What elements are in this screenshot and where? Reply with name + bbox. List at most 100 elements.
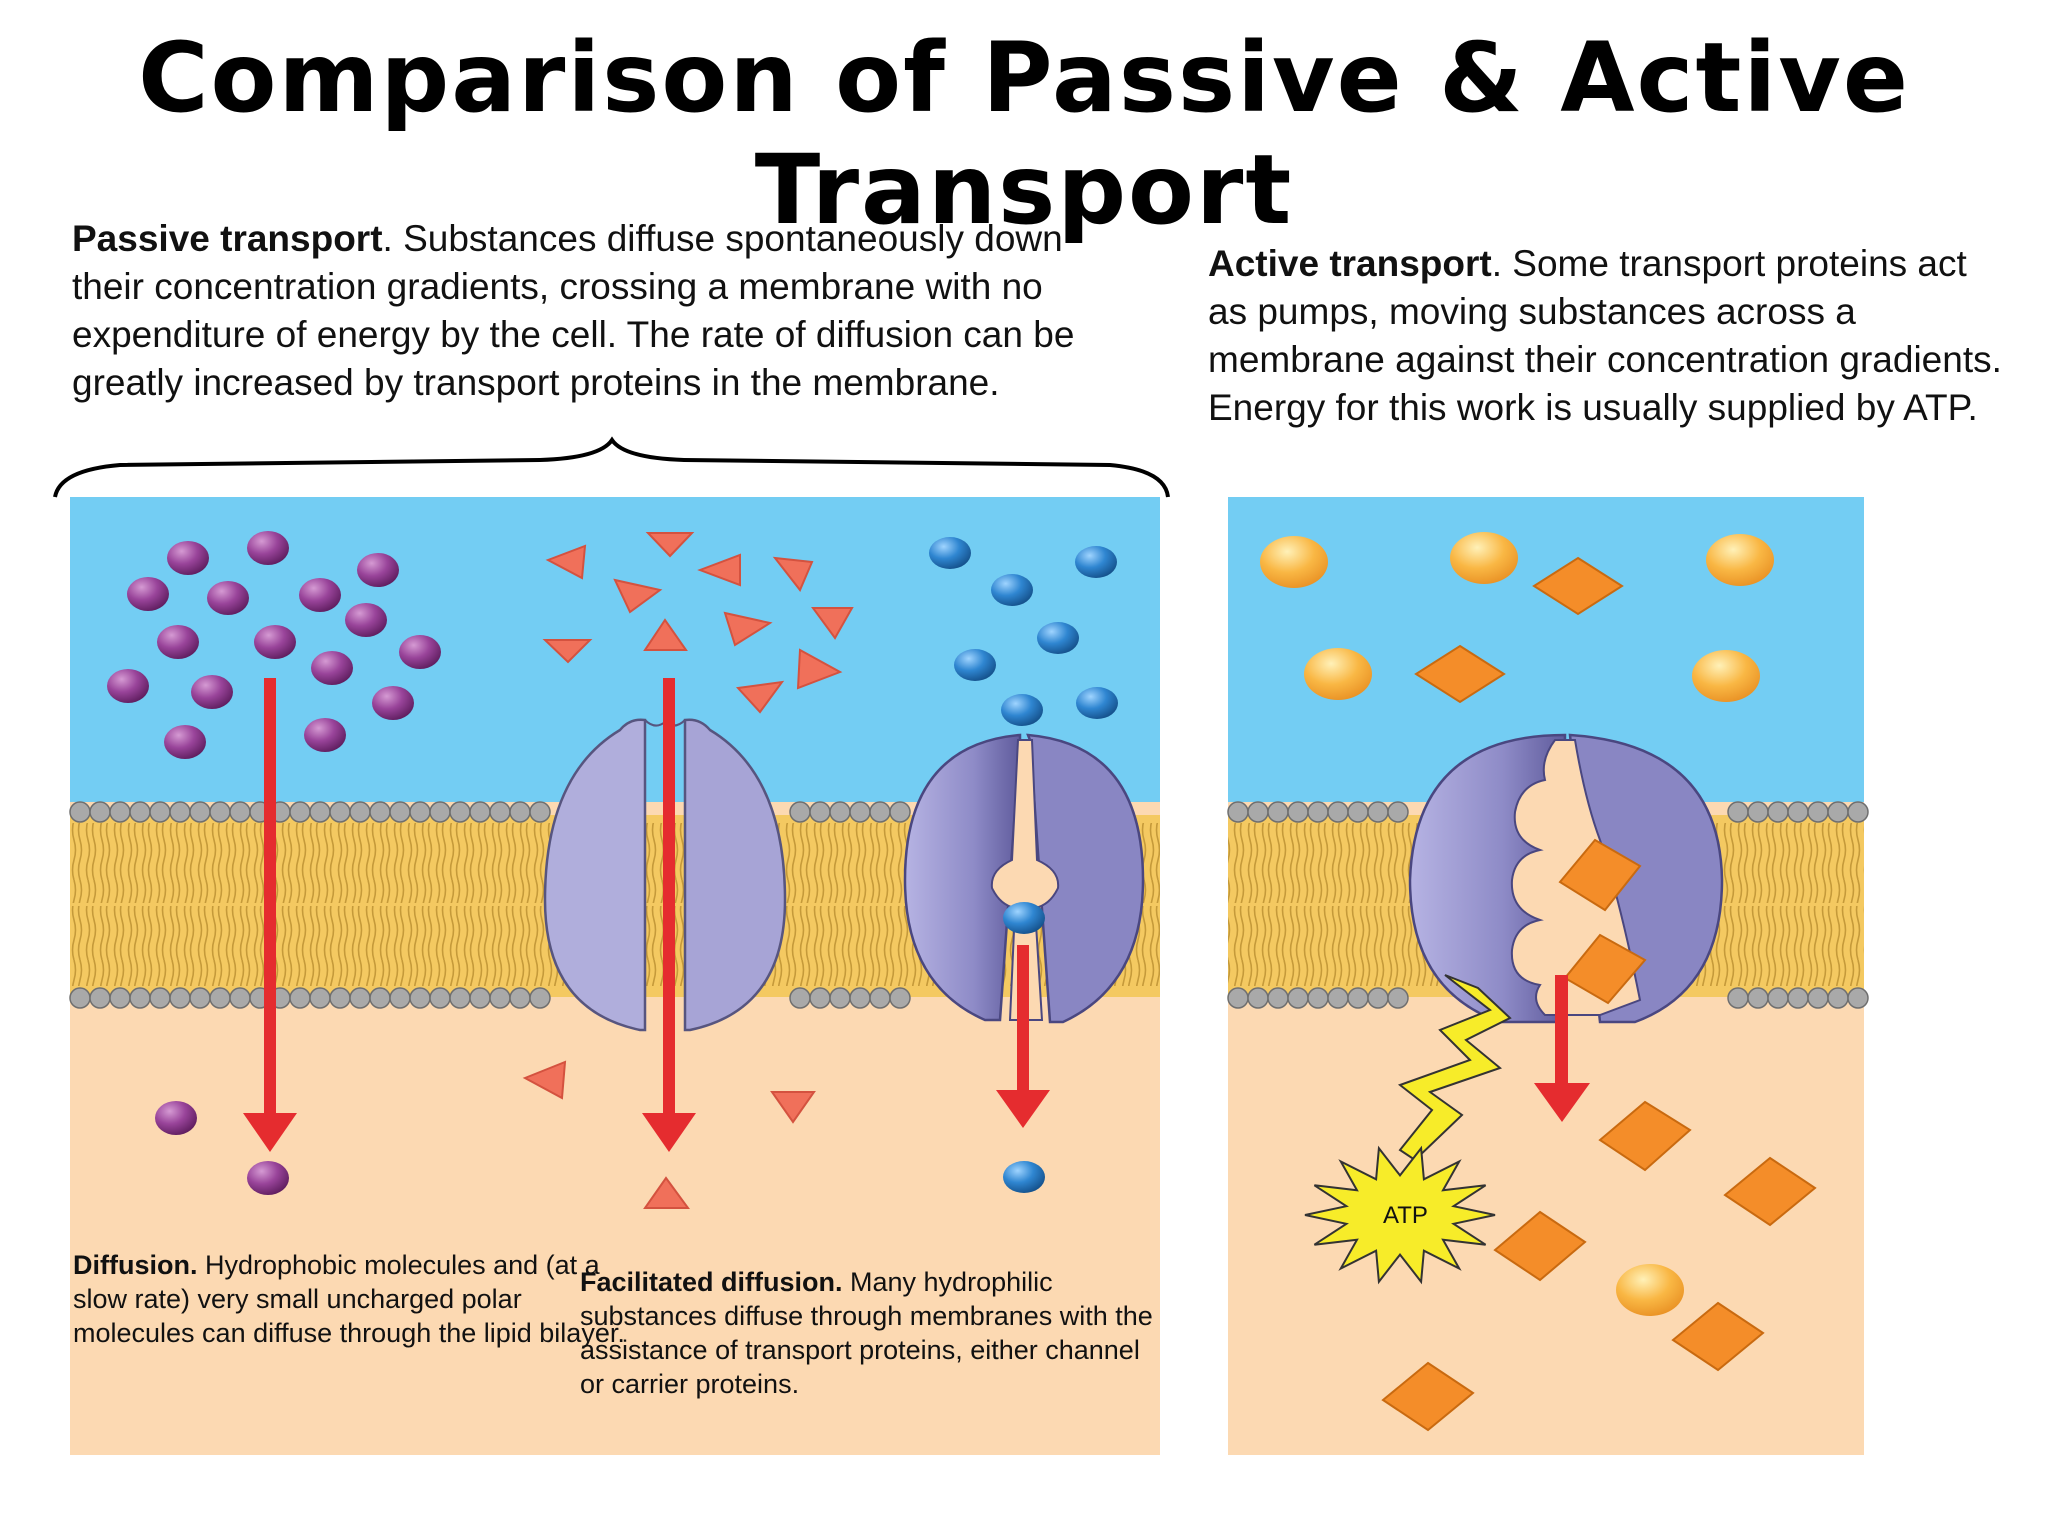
triangle-molecules-inside <box>522 1060 816 1209</box>
orange-diamond <box>1532 556 1624 616</box>
phospholipid-head <box>849 801 871 823</box>
hydrophilic-molecule <box>1076 687 1118 719</box>
phospholipid-head <box>1807 801 1829 823</box>
channel-arrow <box>642 678 696 1152</box>
phospholipid-head <box>1727 801 1749 823</box>
triangle-molecule <box>697 553 741 587</box>
channel-protein <box>543 718 787 1032</box>
phospholipid-head <box>229 987 251 1009</box>
page-title: Comparison of Passive & Active Transport <box>138 22 1910 246</box>
hydrophobic-molecule <box>399 635 441 669</box>
active-transport-text: . Some transport proteins act as pumps, … <box>1208 243 2002 428</box>
phospholipid-head <box>889 801 911 823</box>
passive-transport-heading: Passive transport <box>72 218 383 259</box>
hydrophilic-molecule <box>954 649 996 681</box>
diffusion-text: Hydrophobic molecules and (at a slow rat… <box>73 1250 625 1348</box>
phospholipid-head <box>1287 801 1309 823</box>
orange-diamond <box>1671 1301 1765 1372</box>
phospholipid-head <box>169 801 191 823</box>
hydrophilic-molecule <box>1037 622 1079 654</box>
carrier-protein <box>903 733 1145 1024</box>
hydrophobic-molecule <box>311 651 353 685</box>
phospholipid-head <box>529 801 551 823</box>
phospholipid-head <box>69 987 91 1009</box>
hydrophilic-molecule <box>1075 546 1117 578</box>
phospholipid-head <box>329 801 351 823</box>
facilitated-diffusion-heading: Facilitated diffusion. <box>580 1267 843 1297</box>
phospholipid-head <box>1327 801 1349 823</box>
phospholipid-head <box>449 801 471 823</box>
hydrophilic-molecule <box>1003 1161 1045 1193</box>
triangle-molecule <box>542 639 593 664</box>
orange-molecules-outside <box>1260 532 1774 704</box>
phospholipid-head <box>189 987 211 1009</box>
phospholipid-head <box>1227 801 1249 823</box>
hydrophobic-molecule <box>167 541 209 575</box>
active-transport-heading: Active transport <box>1208 243 1492 284</box>
phospholipid-head <box>109 801 131 823</box>
hydrophobic-molecule <box>127 577 169 611</box>
pump-arrow <box>1534 975 1590 1122</box>
phospholipid-head <box>409 987 431 1009</box>
triangle-molecule <box>796 648 843 690</box>
phospholipid-head <box>169 987 191 1009</box>
hydrophobic-molecule <box>164 725 206 759</box>
phospholipid-head <box>869 987 891 1009</box>
active-transport-description: Active transport. Some transport protein… <box>1208 240 2008 432</box>
phospholipid-head <box>1847 801 1869 823</box>
passive-brace <box>53 436 1170 498</box>
phospholipid-head <box>149 987 171 1009</box>
phospholipid-head <box>489 987 511 1009</box>
orange-diamond <box>1558 838 1642 912</box>
hydrophobic-molecule <box>191 675 233 709</box>
facilitated-carrier-section <box>903 537 1145 1193</box>
hydrophilic-molecule <box>929 537 971 569</box>
triangle-molecule <box>643 1176 690 1209</box>
orange-diamond <box>1723 1156 1817 1227</box>
diffusion-caption: Diffusion. Hydrophobic molecules and (at… <box>73 1248 633 1350</box>
phospholipid-head <box>1787 987 1809 1009</box>
phospholipid-head <box>1247 801 1269 823</box>
phospholipid-head <box>889 987 911 1009</box>
orange-diamond <box>1493 1210 1587 1282</box>
phospholipid-head <box>849 987 871 1009</box>
phospholipid-head <box>429 801 451 823</box>
cytoplasm <box>70 1010 1160 1455</box>
phospholipid-head <box>289 987 311 1009</box>
phospholipid-head <box>1267 801 1289 823</box>
phospholipid-head <box>529 987 551 1009</box>
phospholipid-head <box>829 987 851 1009</box>
phospholipid-head <box>369 987 391 1009</box>
phospholipid-head <box>209 987 231 1009</box>
triangle-molecule <box>772 556 814 592</box>
hydrophobic-molecule <box>155 1101 197 1135</box>
phospholipid-head <box>829 801 851 823</box>
phospholipid-head <box>449 987 471 1009</box>
triangle-molecule <box>770 1091 816 1124</box>
orange-sphere <box>1706 534 1774 586</box>
orange-molecules-inside <box>1381 1100 1817 1432</box>
purple-molecules-inside <box>155 1101 289 1195</box>
phospholipid-head <box>869 801 891 823</box>
phospholipid-head <box>369 801 391 823</box>
hydrophobic-molecule <box>345 603 387 637</box>
phospholipid-head <box>809 801 831 823</box>
triangle-molecule <box>545 544 587 580</box>
hydrophobic-molecule <box>247 1161 289 1195</box>
phospholipid-head <box>89 801 111 823</box>
orange-diamond <box>1598 1100 1692 1172</box>
phospholipid-head <box>1767 987 1789 1009</box>
phospholipid-head <box>1387 801 1409 823</box>
triangle-molecule <box>522 1060 567 1100</box>
orange-sphere <box>1260 536 1328 588</box>
triangle-molecules-outside <box>542 532 854 714</box>
phospholipid-head <box>309 987 331 1009</box>
passive-transport-description: Passive transport. Substances diffuse sp… <box>72 215 1132 407</box>
phospholipid-head <box>1347 801 1369 823</box>
phospholipid-head <box>349 801 371 823</box>
hydrophobic-molecule <box>299 578 341 612</box>
diffusion-arrow <box>243 678 297 1152</box>
phospholipid-head <box>789 987 811 1009</box>
orange-sphere <box>1692 650 1760 702</box>
